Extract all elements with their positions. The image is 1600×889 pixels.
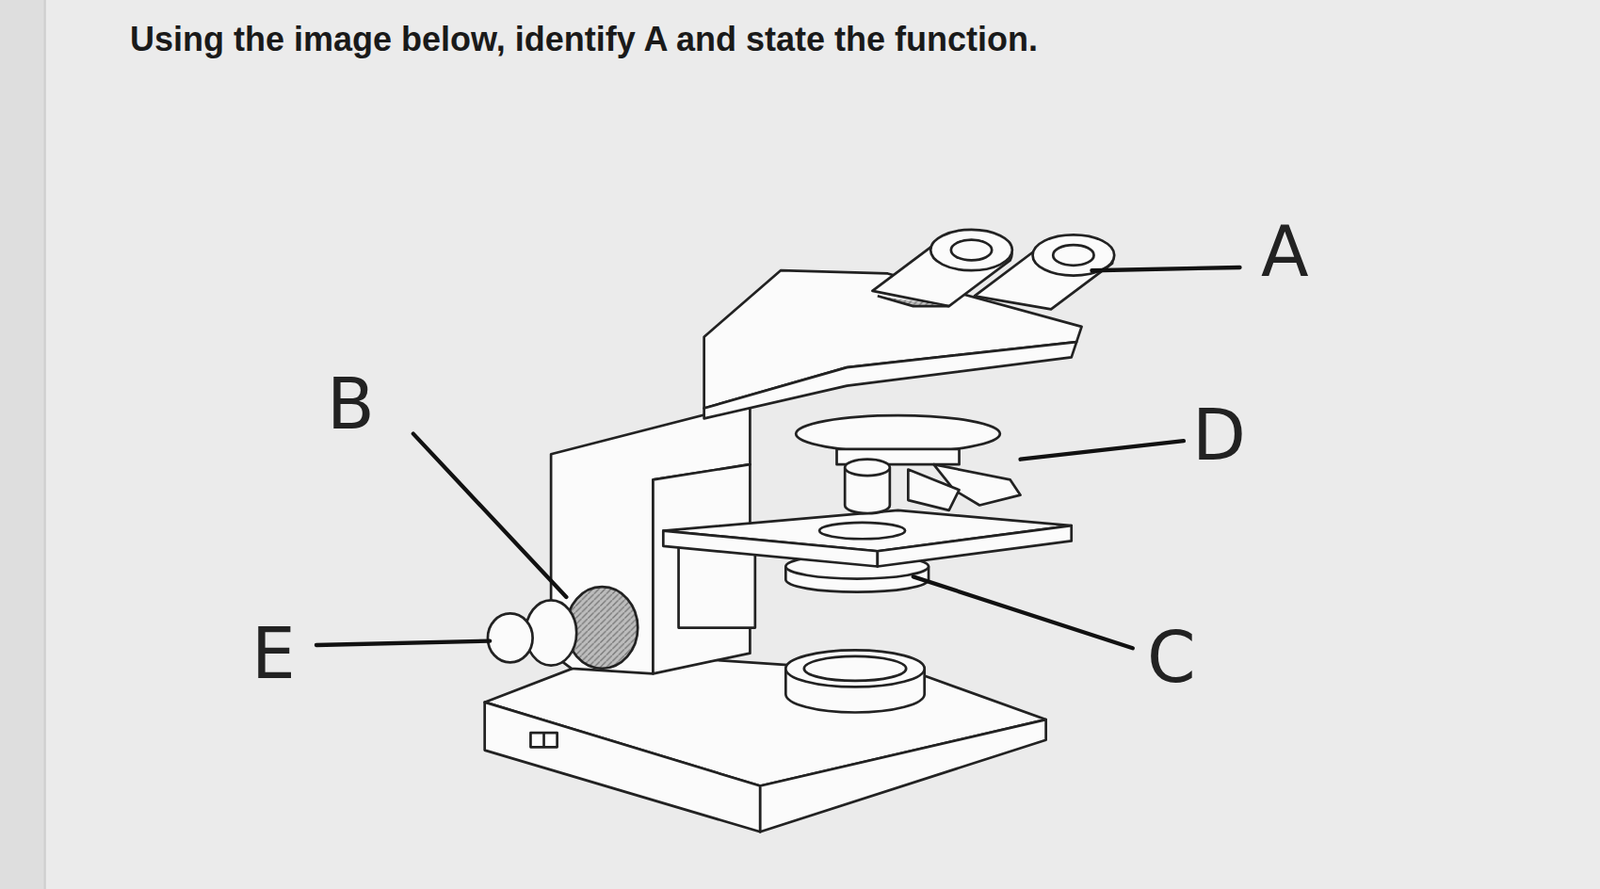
- leader-line: [913, 576, 1133, 648]
- leader-line: [413, 434, 567, 598]
- part-letter: B: [326, 369, 375, 439]
- leader-line: [1091, 267, 1240, 271]
- part-letter: D: [1192, 400, 1246, 470]
- leader-line: [1020, 440, 1184, 460]
- part-letter: A: [1260, 216, 1310, 287]
- part-letter: E: [251, 618, 296, 689]
- question-title: Using the image below, identify A and st…: [129, 18, 1038, 60]
- part-letter: C: [1147, 622, 1196, 693]
- leader-line: [316, 641, 490, 646]
